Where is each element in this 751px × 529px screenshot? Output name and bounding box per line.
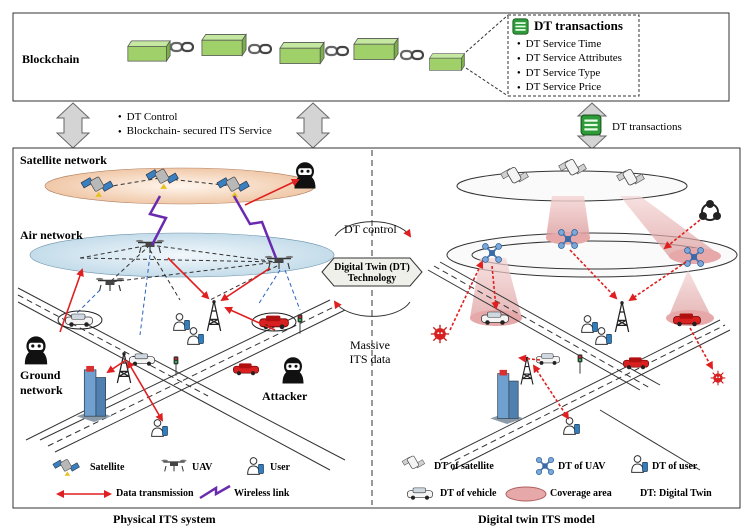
callout-item: DT Service Price	[517, 80, 622, 94]
attacker-label: Attacker	[262, 389, 308, 403]
attacker-icon	[294, 162, 316, 189]
block-icon	[127, 40, 171, 62]
callout-item: DT Service Type	[517, 66, 622, 80]
legend-dt-note: DT: Digital Twin	[640, 488, 712, 499]
dt-technology-label: Digital Twin (DT) Technology	[328, 262, 416, 284]
legend-dt-satellite-label: DT of satellite	[434, 461, 494, 472]
dt-data-transmission	[449, 219, 713, 420]
legend-wireless-link-label: Wireless link	[234, 488, 290, 499]
bridge-right-label: DT transactions	[612, 121, 682, 133]
ledger-chip-icon	[512, 18, 529, 35]
bridge-item: DT Control	[118, 110, 272, 124]
legend-dt-uav-label: DT of UAV	[558, 461, 606, 472]
dt-technology-line: Technology	[347, 273, 397, 284]
block-icon	[201, 34, 247, 56]
massive-line: Massive	[350, 338, 390, 352]
ledger-chip-icon	[580, 114, 602, 136]
block-icon	[429, 53, 465, 71]
satellite-network-label: Satellite network	[20, 153, 107, 167]
legend-satellite-label: Satellite	[90, 462, 125, 473]
attacker-icon	[282, 357, 304, 384]
wireless-link	[148, 195, 278, 259]
air-network-label: Air network	[20, 228, 83, 242]
virus-icon	[430, 324, 450, 344]
virus-icon	[710, 370, 726, 386]
air-network-layer	[29, 232, 335, 278]
callout-title: DT transactions	[534, 18, 623, 33]
block-icon	[279, 42, 325, 64]
twin-caption: Digital twin ITS model	[478, 512, 596, 526]
physical-caption: Physical ITS system	[113, 512, 216, 526]
legend-coverage-label: Coverage area	[550, 488, 612, 499]
dt-technology-line: Digital Twin (DT)	[334, 262, 410, 273]
legend-data-transmission-label: Data transmission	[116, 488, 194, 499]
attacker-icon	[24, 336, 48, 365]
its-system-box	[12, 147, 741, 509]
legend-dt-user-label: DT of user	[652, 461, 698, 472]
callout-list: DT Service Time DT Service Attributes DT…	[517, 37, 622, 95]
dt-technology-badge	[321, 257, 423, 287]
legend-coverage-icon	[505, 486, 547, 502]
callout-item: DT Service Attributes	[517, 51, 622, 65]
blockchain-label: Blockchain	[22, 52, 80, 66]
massive-its-data-label: Massive ITS data	[344, 338, 396, 366]
bridge-item: Blockchain- secured ITS Service	[118, 124, 272, 138]
ground-network-label: Ground network	[20, 368, 63, 397]
massive-line: ITS data	[349, 352, 391, 366]
dt-control-label: DT control	[344, 222, 397, 236]
data-transmission	[59, 178, 300, 422]
bridge-left-list: DT Control Blockchain- secured ITS Servi…	[118, 110, 272, 139]
block-icon	[353, 38, 399, 60]
callout-item: DT Service Time	[517, 37, 622, 51]
legend-uav-label: UAV	[192, 462, 213, 473]
legend-dt-vehicle-label: DT of vehicle	[440, 488, 497, 499]
biohazard-icon	[699, 200, 721, 221]
legend-wireless-link-icon	[199, 484, 231, 500]
bridge-arrows	[55, 102, 608, 150]
legend-user-label: User	[270, 462, 290, 473]
